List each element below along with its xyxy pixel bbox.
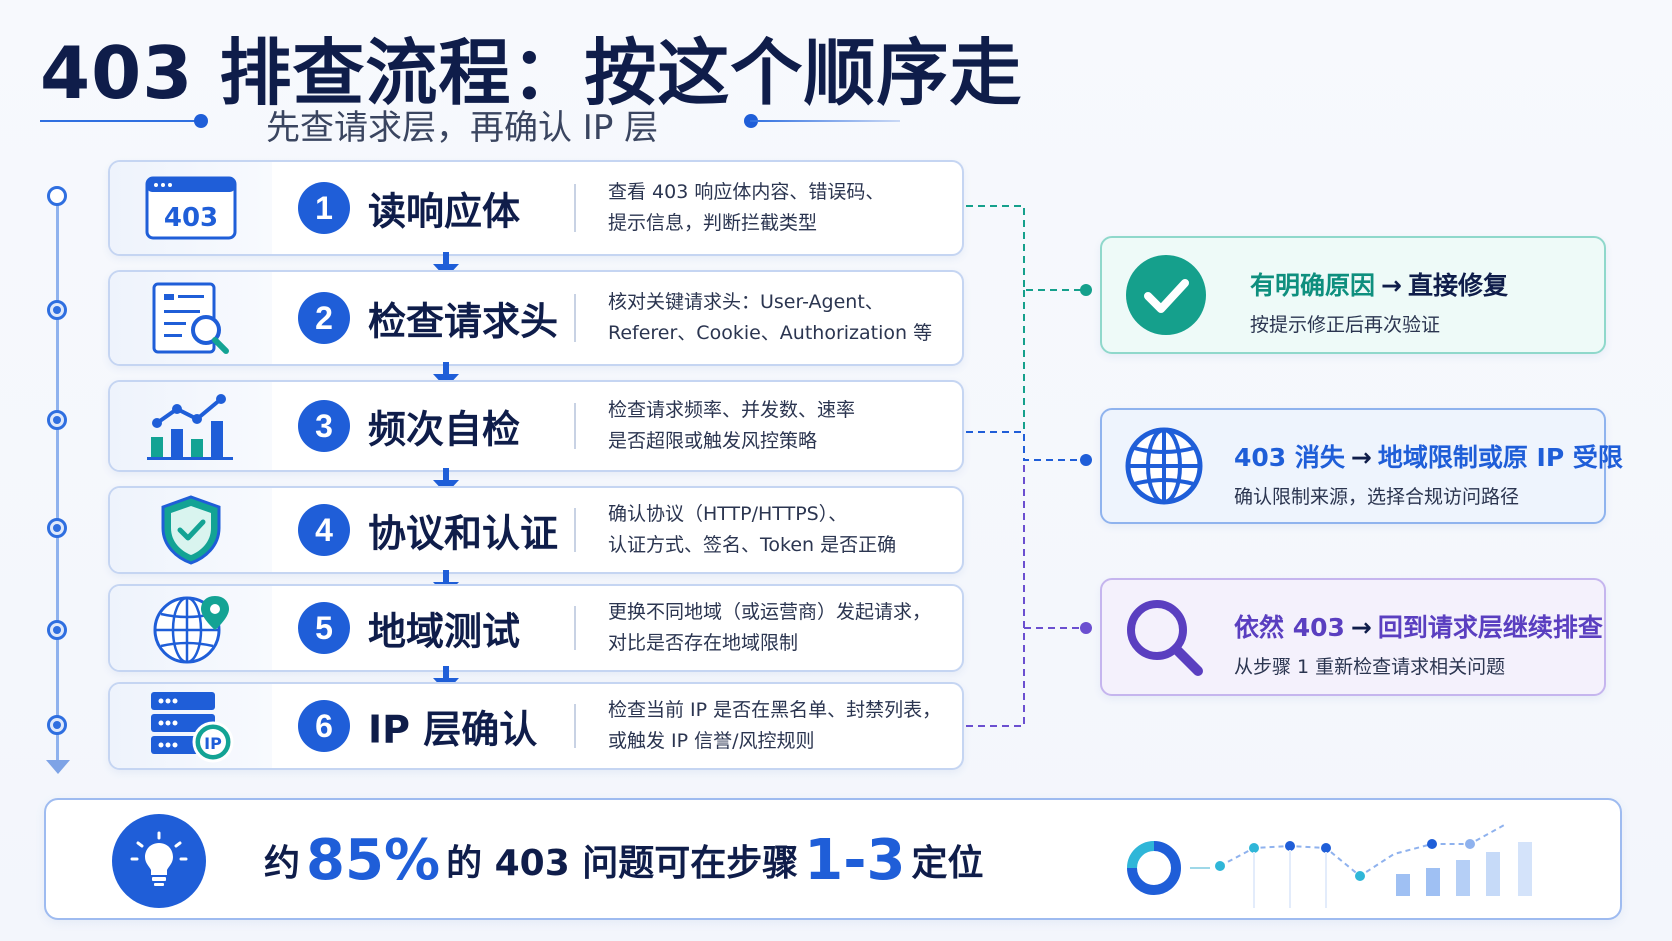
bar-chart-trend-icon xyxy=(147,394,233,460)
globe-icon xyxy=(1125,427,1203,505)
step-number: 2 xyxy=(298,292,350,344)
step-number: 6 xyxy=(298,700,350,752)
globe-pin-icon xyxy=(153,596,229,664)
step-desc: 核对关键请求头：User-Agent、 Referer、Cookie、Autho… xyxy=(608,291,933,344)
page-title: 403 排查流程：按这个顺序走 xyxy=(40,31,1023,115)
step-number: 5 xyxy=(298,602,350,654)
step-card-3: 3 频次自检 检查请求频率、并发数、速率 是否超限或触发风控策略 xyxy=(108,380,964,472)
result-card-retry: 依然 403→回到请求层继续排查 从步骤 1 重新检查请求相关问题 xyxy=(1100,578,1606,696)
step-number: 1 xyxy=(298,182,350,234)
document-search-icon xyxy=(152,282,229,354)
step-number: 3 xyxy=(298,400,350,452)
step-card-4: 4 协议和认证 确认协议（HTTP/HTTPS）、 认证方式、签名、Token … xyxy=(108,486,964,574)
timeline-line xyxy=(56,196,59,766)
connector-step6-result3 xyxy=(966,627,1086,727)
server-ip-icon: IP xyxy=(151,692,234,763)
result-title: 有明确原因→直接修复 xyxy=(1250,271,1508,300)
step-desc: 确认协议（HTTP/HTTPS）、 认证方式、签名、Token 是否正确 xyxy=(608,503,897,556)
timeline-dot-5 xyxy=(47,620,67,640)
timeline-dot-6 xyxy=(47,715,67,735)
step-name: 协议和认证 xyxy=(368,511,559,556)
magnifier-icon xyxy=(1127,600,1203,676)
result-card-region: 403 消失→地域限制或原 IP 受限 确认限制来源，选择合规访问路径 xyxy=(1100,408,1623,524)
step-name: 地域测试 xyxy=(368,609,521,654)
shield-check-icon xyxy=(161,495,221,565)
step-name: IP 层确认 xyxy=(368,707,538,752)
connector-dot-result2 xyxy=(1080,454,1092,466)
timeline-dot-3 xyxy=(47,410,67,430)
subtitle-row: 先查请求层，再确认 IP 层 xyxy=(40,96,900,148)
result-desc: 确认限制来源，选择合规访问路径 xyxy=(1234,486,1520,508)
subtitle-line-left xyxy=(40,120,200,122)
step-number: 4 xyxy=(298,504,350,556)
step-name: 频次自检 xyxy=(368,407,521,452)
step-desc: 更换不同地域（或运营商）发起请求， 对比是否存在地域限制 xyxy=(608,601,932,654)
step-desc: 检查当前 IP 是否在黑名单、封禁列表， 或触发 IP 信誉/风控规则 xyxy=(608,699,942,752)
lightbulb-icon xyxy=(112,814,206,908)
step-card-2: 2 检查请求头 核对关键请求头：User-Agent、 Referer、Cook… xyxy=(108,270,964,366)
browser-403-icon: 403 xyxy=(145,176,237,240)
connector-step3-result2 xyxy=(966,431,1086,461)
subtitle-line-right xyxy=(750,120,900,122)
server-ip-label: IP xyxy=(204,734,222,753)
step-desc: 检查请求频率、并发数、速率 是否超限或触发风控策略 xyxy=(608,399,856,452)
page-subtitle: 先查请求层，再确认 IP 层 xyxy=(266,108,659,148)
connector-dot-result1 xyxy=(1080,284,1092,296)
connector-dot-result3 xyxy=(1080,622,1092,634)
result-desc: 从步骤 1 重新检查请求相关问题 xyxy=(1234,656,1506,678)
check-circle-icon xyxy=(1126,255,1206,335)
timeline-dot-4 xyxy=(47,518,67,538)
result-title: 403 消失→地域限制或原 IP 受限 xyxy=(1234,443,1623,472)
result-card-fix: 有明确原因→直接修复 按提示修正后再次验证 xyxy=(1100,236,1606,354)
connector-step1-result1 xyxy=(966,205,1086,291)
step-card-5: 5 地域测试 更换不同地域（或运营商）发起请求， 对比是否存在地域限制 xyxy=(108,584,964,672)
result-desc: 按提示修正后再次验证 xyxy=(1250,314,1441,336)
step-desc: 查看 403 响应体内容、错误码、 提示信息，判断拦截类型 xyxy=(608,181,885,234)
decorative-chart-icon xyxy=(1127,823,1532,908)
timeline-arrow xyxy=(46,760,70,774)
timeline-dot-2 xyxy=(47,300,67,320)
result-title: 依然 403→回到请求层继续排查 xyxy=(1234,613,1603,642)
timeline-dot-1 xyxy=(47,186,67,206)
subtitle-dot-left xyxy=(194,114,208,128)
step-card-1: 403 1 读响应体 查看 403 响应体内容、错误码、 提示信息，判断拦截类型 xyxy=(108,160,964,256)
step-card-6: IP 6 IP 层确认 检查当前 IP 是否在黑名单、封禁列表， 或触发 IP … xyxy=(108,682,964,770)
step-name: 检查请求头 xyxy=(368,299,559,344)
browser-403-label: 403 xyxy=(164,203,218,233)
step-name: 读响应体 xyxy=(368,189,521,234)
